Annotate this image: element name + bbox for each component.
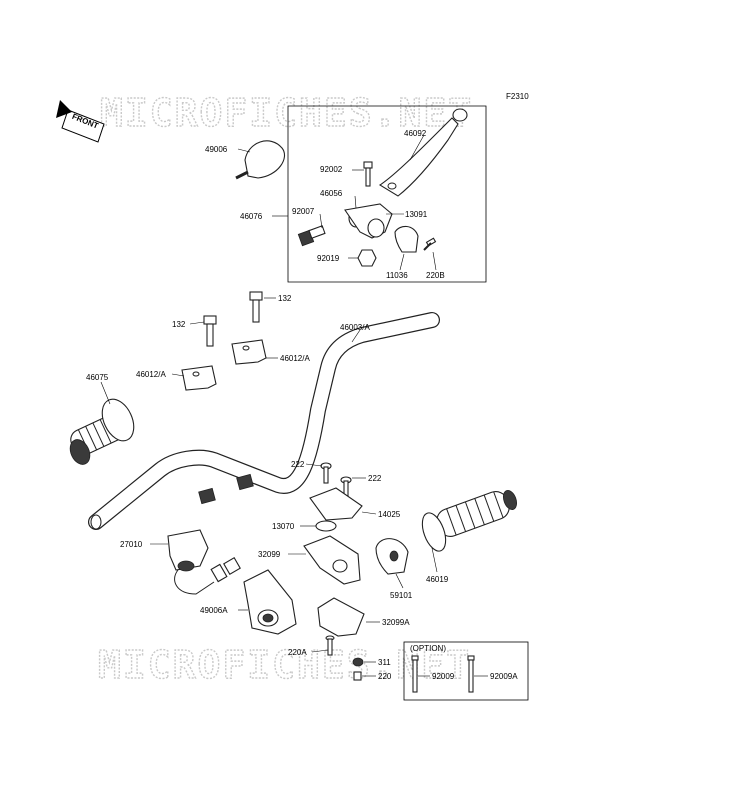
label-46092: 46092 [404,129,427,138]
front-arrow-icon: FRONT [56,100,105,143]
label-46012A-left: 46012/A [136,370,166,379]
screw-220 [353,671,362,681]
option-box [403,641,529,701]
label-92007: 92007 [292,207,315,216]
leader-lines [100,134,488,677]
label-46019: 46019 [426,575,449,584]
label-222-left: 222 [291,460,305,469]
washer-311 [352,657,364,667]
clamp-11036 [394,225,419,253]
label-59101: 59101 [390,591,413,600]
screw-222-left [320,462,332,484]
label-92002: 92002 [320,165,343,174]
label-32099: 32099 [258,550,281,559]
handlebar-clamp-left [181,365,217,391]
label-311: 311 [378,658,391,667]
switch-27010 [167,529,241,595]
lever-assembly-box [287,105,487,283]
cover-14025 [309,487,363,521]
label-11036: 11036 [386,271,408,280]
bolt-92009A [467,655,475,693]
throttle-case-32099 [303,535,361,585]
bolt-92009 [411,655,419,693]
throttle-cover-32099A [317,597,365,637]
handlebar-clamp-right [231,339,267,365]
figure-code: F2310 [506,92,529,101]
throttle-housing-49006A [243,569,297,635]
handlebar [88,312,440,530]
adjuster-92007 [297,225,326,247]
label-132-top: 132 [278,294,292,303]
label-220: 220 [378,672,392,681]
bolt-132-left [203,315,217,347]
label-13070: 13070 [272,522,295,531]
cam-59101 [375,538,409,575]
label-49006: 49006 [205,145,228,154]
nut-92019 [357,249,377,267]
label-92009: 92009 [432,672,455,681]
watermark-bottom: MICROFICHES.NET [98,643,471,687]
label-46076: 46076 [240,212,263,221]
label-14025: 14025 [378,510,401,519]
bolt-92002 [363,161,373,187]
bolt-132-top [249,291,263,323]
screw-220B [423,237,437,251]
label-13091: 13091 [405,210,428,219]
label-92009A: 92009A [490,672,518,681]
label-32099A: 32099A [382,618,410,627]
label-46056: 46056 [320,189,343,198]
label-46075: 46075 [86,373,109,382]
screw-222-right [340,476,352,498]
label-222-right: 222 [368,474,382,483]
label-132-left: 132 [172,320,186,329]
label-27010: 27010 [120,540,143,549]
right-grip [421,489,517,552]
lever-holder [344,203,393,239]
label-46003A: 46003/A [340,323,370,332]
label-220A: 220A [288,648,307,657]
label-92019: 92019 [317,254,340,263]
label-46012A-right: 46012/A [280,354,310,363]
left-grip [69,398,135,465]
watermark-top: MICROFICHES.NET [100,91,473,135]
screw-220A [325,635,335,656]
clutch-lever [378,108,468,197]
lever-boot [235,140,285,180]
collar-13070 [315,520,337,532]
option-label: (OPTION) [410,644,446,653]
label-220B: 220B [426,271,445,280]
label-49006A: 49006A [200,606,228,615]
